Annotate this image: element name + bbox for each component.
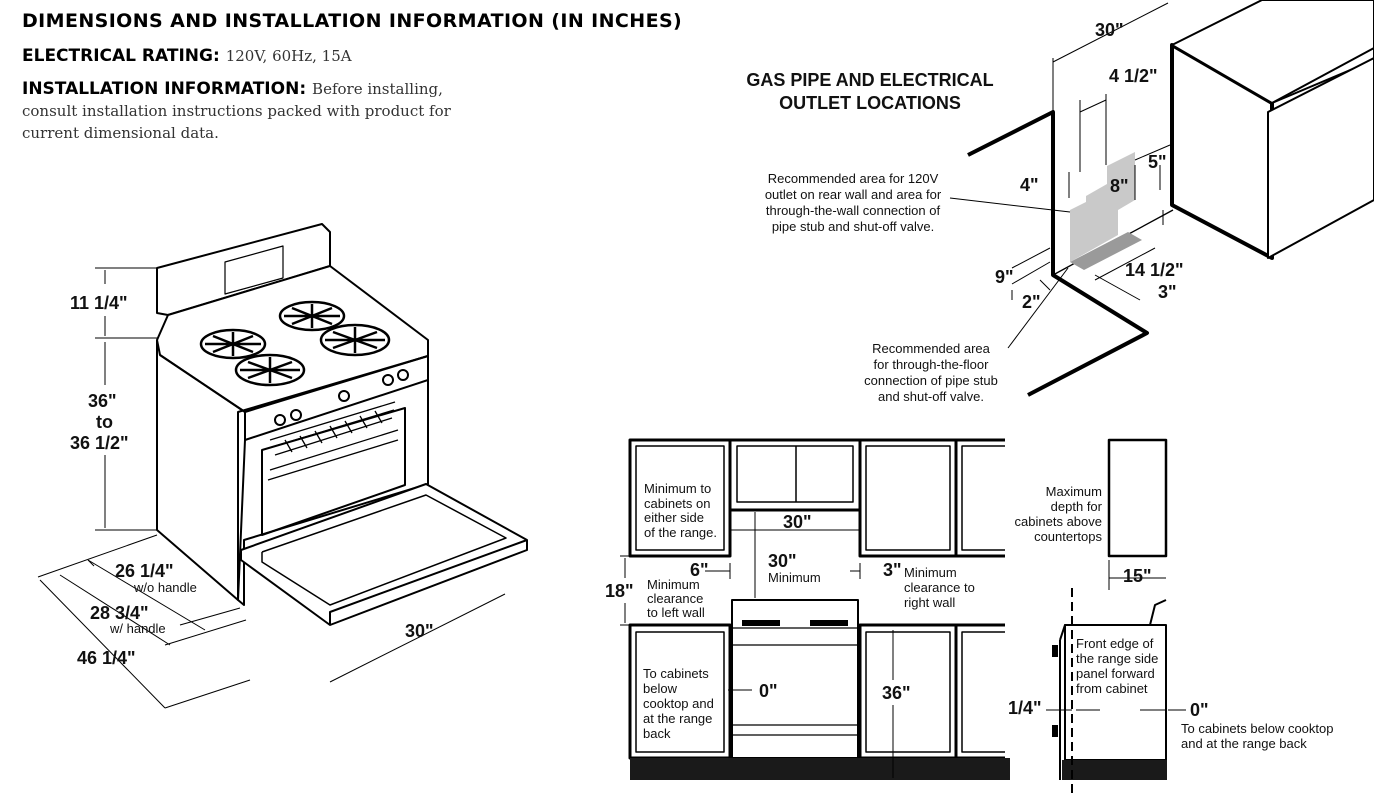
front-edge-line4: from cabinet bbox=[1076, 681, 1148, 696]
dim-cabinet-6: 6" bbox=[690, 560, 709, 580]
page-title: DIMENSIONS AND INSTALLATION INFORMATION … bbox=[22, 10, 683, 32]
dim-depth-without-handle: 26 1/4" bbox=[115, 561, 174, 581]
note-without-handle: w/o handle bbox=[133, 580, 197, 595]
installation-information: INSTALLATION INFORMATION: Before install… bbox=[22, 78, 492, 144]
cabinet-front-labels: Minimum to cabinets on either side of th… bbox=[605, 481, 975, 741]
floor-note-line1: Recommended area bbox=[872, 341, 991, 356]
left-wall-line2: clearance bbox=[647, 591, 703, 606]
wall-note-line2: outlet on rear wall and area for bbox=[765, 187, 942, 202]
front-edge-line3: panel forward bbox=[1076, 666, 1155, 681]
front-edge-line2: the range side bbox=[1076, 651, 1158, 666]
min-cabinets-line1: Minimum to bbox=[644, 481, 711, 496]
dim-gas-8: 8" bbox=[1110, 176, 1129, 196]
range-dimension-lines bbox=[37, 267, 506, 709]
floor-note-line4: and shut-off valve. bbox=[878, 389, 984, 404]
dim-gas-14-1-2: 14 1/2" bbox=[1125, 260, 1184, 280]
dim-side-15: 15" bbox=[1123, 566, 1152, 586]
dim-depth-door-open: 46 1/4" bbox=[77, 648, 136, 668]
dim-range-width: 30" bbox=[405, 621, 434, 641]
gas-title-line2: OUTLET LOCATIONS bbox=[779, 93, 961, 113]
below-cooktop-line5: back bbox=[643, 726, 671, 741]
side-view-illustration bbox=[1046, 438, 1186, 795]
left-wall-line1: Minimum bbox=[647, 577, 700, 592]
right-wall-line3: right wall bbox=[904, 595, 955, 610]
dim-height-b: to bbox=[96, 412, 113, 432]
front-edge-line1: Front edge of bbox=[1076, 636, 1154, 651]
right-wall-line2: clearance to bbox=[904, 580, 975, 595]
floor-note-line3: connection of pipe stub bbox=[864, 373, 998, 388]
right-wall-line1: Minimum bbox=[904, 565, 957, 580]
dim-cabinet-30-min: 30" bbox=[768, 551, 797, 571]
minimum-label: Minimum bbox=[768, 570, 821, 585]
side-below-line2: and at the range back bbox=[1181, 736, 1307, 751]
note-with-handle: w/ handle bbox=[109, 621, 166, 636]
dim-gas-5: 5" bbox=[1148, 152, 1167, 172]
dim-gas-3: 3" bbox=[1158, 282, 1177, 302]
below-cooktop-line2: below bbox=[643, 681, 678, 696]
cabinet-front-illustration bbox=[620, 438, 1010, 780]
dim-cabinet-0: 0" bbox=[759, 681, 778, 701]
side-view-labels: Maximum depth for cabinets above counter… bbox=[1008, 484, 1333, 751]
wall-note-line3: through-the-wall connection of bbox=[766, 203, 941, 218]
min-cabinets-line4: of the range. bbox=[644, 525, 717, 540]
range-dimension-labels: 11 1/4" 36" to 36 1/2" 26 1/4" w/o handl… bbox=[70, 293, 434, 668]
dim-side-quarter: 1/4" bbox=[1008, 698, 1042, 718]
electrical-rating-label: ELECTRICAL RATING: bbox=[22, 46, 220, 66]
dim-gas-4-1-2: 4 1/2" bbox=[1109, 66, 1158, 86]
floor-note-line2: for through-the-floor bbox=[874, 357, 990, 372]
max-depth-line1: Maximum bbox=[1046, 484, 1102, 499]
min-cabinets-line2: cabinets on bbox=[644, 496, 711, 511]
left-wall-line3: to left wall bbox=[647, 605, 705, 620]
dim-height-a: 36" bbox=[88, 391, 117, 411]
range-illustration bbox=[156, 223, 528, 626]
below-cooktop-line4: at the range bbox=[643, 711, 712, 726]
electrical-rating-value: 120V, 60Hz, 15A bbox=[225, 47, 352, 65]
dim-cabinet-3: 3" bbox=[883, 560, 902, 580]
gas-title-line1: GAS PIPE AND ELECTRICAL bbox=[746, 70, 993, 90]
electrical-rating: ELECTRICAL RATING: 120V, 60Hz, 15A bbox=[22, 46, 352, 66]
wall-note-line4: pipe stub and shut-off valve. bbox=[772, 219, 934, 234]
dim-gas-30: 30" bbox=[1095, 20, 1124, 40]
installation-label: INSTALLATION INFORMATION: bbox=[22, 79, 307, 99]
min-cabinets-line3: either side bbox=[644, 510, 704, 525]
dim-height-c: 36 1/2" bbox=[70, 433, 129, 453]
dim-depth-with-handle: 28 3/4" bbox=[90, 603, 149, 623]
dim-cabinet-18: 18" bbox=[605, 581, 634, 601]
side-below-line1: To cabinets below cooktop bbox=[1181, 721, 1333, 736]
dim-gas-2: 2" bbox=[1022, 292, 1041, 312]
gas-wall-illustration bbox=[949, 0, 1374, 397]
dim-gas-4: 4" bbox=[1020, 175, 1039, 195]
max-depth-line4: countertops bbox=[1034, 529, 1102, 544]
wall-note-line1: Recommended area for 120V bbox=[768, 171, 939, 186]
dim-gas-9: 9" bbox=[995, 267, 1014, 287]
max-depth-line2: depth for bbox=[1051, 499, 1103, 514]
dim-cabinet-36: 36" bbox=[882, 683, 911, 703]
gas-dimension-labels: 30" 4 1/2" 5" 4" 8" 9" 2" 14 1/2" 3" Rec… bbox=[765, 20, 1184, 404]
dim-side-0: 0" bbox=[1190, 700, 1209, 720]
installation-text: Before installing, consult installation … bbox=[22, 80, 451, 142]
below-cooktop-line1: To cabinets bbox=[643, 666, 709, 681]
below-cooktop-line3: cooktop and bbox=[643, 696, 714, 711]
max-depth-line3: cabinets above bbox=[1015, 514, 1102, 529]
dim-backguard: 11 1/4" bbox=[70, 293, 128, 313]
dim-cabinet-30: 30" bbox=[783, 512, 812, 532]
